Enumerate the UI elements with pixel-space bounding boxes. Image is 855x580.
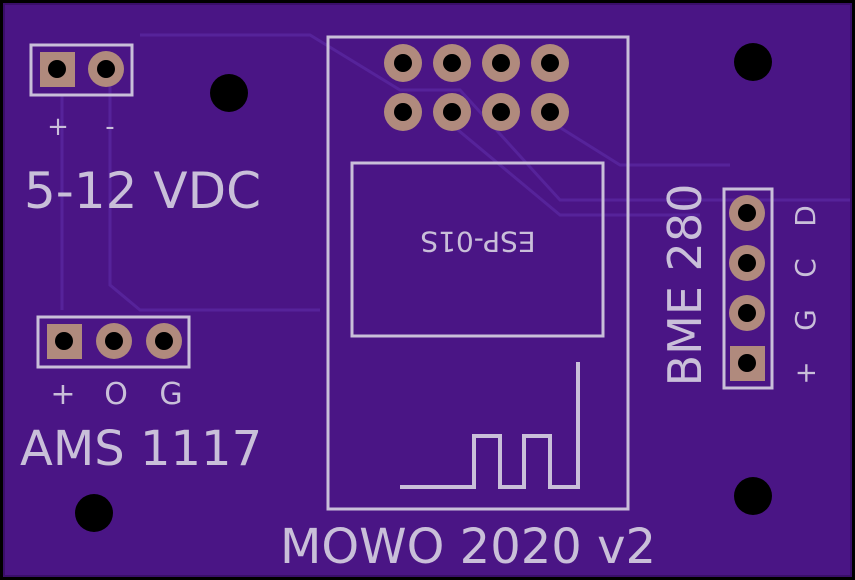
copper-traces: [60, 33, 850, 312]
reg-gnd-label: G: [159, 377, 182, 412]
mounting-hole-bottom-right: [734, 477, 772, 515]
module-label: ESP-01S: [420, 225, 535, 258]
board-title: MOWO 2020 v2: [280, 519, 656, 575]
sensor-header: [722, 187, 774, 390]
regulator-header: [36, 315, 191, 369]
antenna-trace: [400, 362, 580, 489]
power-header: [29, 43, 134, 97]
sensor-label: BME 280: [658, 184, 712, 387]
board-substrate: [3, 3, 852, 577]
esp-pin-pads: [384, 44, 569, 131]
sensor-c-label: C: [789, 258, 822, 278]
sensor-g-label: G: [789, 309, 822, 331]
sensor-plus-label: +: [789, 361, 822, 384]
power-minus-label: -: [105, 112, 114, 142]
mounting-hole-bottom-left: [75, 494, 113, 532]
voltage-label: 5-12 VDC: [24, 162, 261, 220]
regulator-label: AMS 1117: [20, 421, 262, 477]
power-plus-label: +: [47, 112, 69, 142]
mounting-hole-top-left: [210, 74, 248, 112]
mounting-hole-top-right: [734, 43, 772, 81]
sensor-d-label: D: [789, 205, 822, 227]
esp-module: [326, 35, 630, 511]
reg-plus-label: +: [50, 377, 75, 412]
reg-out-label: O: [104, 377, 128, 412]
